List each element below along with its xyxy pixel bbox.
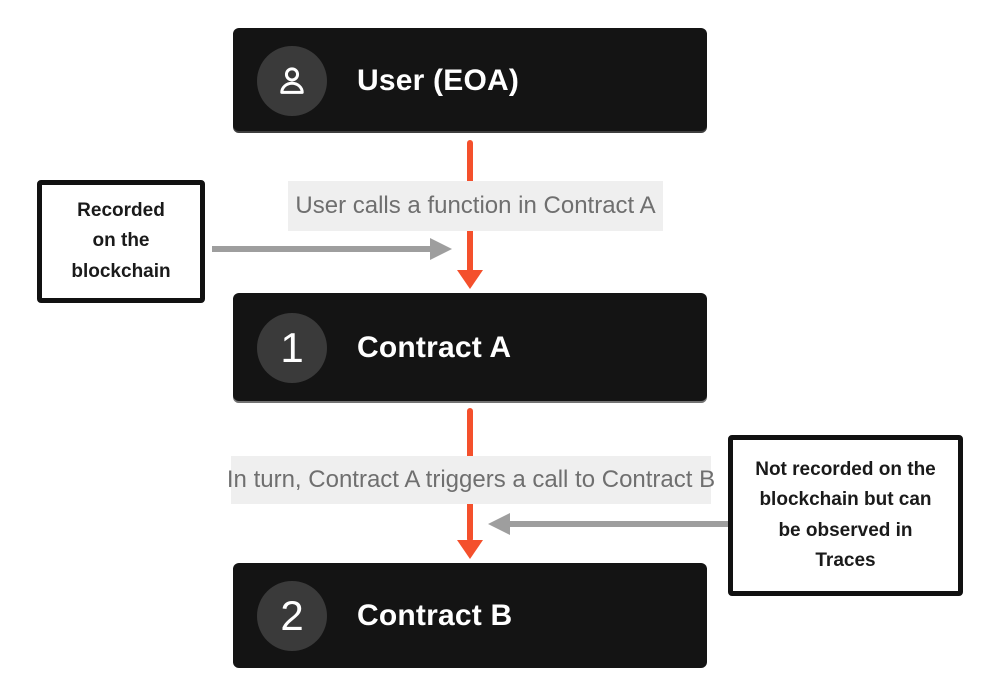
node-title: User (EOA) bbox=[357, 63, 520, 97]
node-title: Contract A bbox=[357, 331, 512, 364]
annotation-arrow-left-head bbox=[430, 238, 452, 260]
user-avatar bbox=[257, 45, 327, 116]
edge-label-2: In turn, Contract A triggers a call to C… bbox=[227, 456, 715, 504]
annotation-arrow-right-line bbox=[510, 521, 728, 527]
node-title: Contract B bbox=[357, 598, 513, 632]
note-text: Not recorded on the blockchain but can b… bbox=[755, 458, 936, 571]
edge-label-1: User calls a function in Contract A bbox=[288, 181, 663, 231]
step-number: 1 bbox=[280, 324, 304, 371]
flow-arrow-head-1 bbox=[457, 270, 483, 289]
step-badge-2: 2 bbox=[257, 580, 327, 651]
flow-arrow-head-2 bbox=[457, 540, 483, 559]
note-not-recorded-traces: Not recorded on the blockchain but can b… bbox=[728, 435, 963, 596]
note-text: Recorded on the blockchain bbox=[71, 199, 171, 282]
annotation-arrow-right-head bbox=[488, 513, 510, 535]
user-icon bbox=[280, 66, 304, 94]
annotation-arrow-left-line bbox=[212, 246, 430, 252]
step-badge-1: 1 bbox=[257, 313, 327, 383]
step-number: 2 bbox=[280, 591, 304, 639]
node-contract-a: 1 Contract A bbox=[233, 293, 707, 403]
node-contract-b: 2 Contract B bbox=[233, 563, 707, 668]
node-user-eoa: User (EOA) bbox=[233, 28, 707, 133]
note-recorded-on-blockchain: Recorded on the blockchain bbox=[37, 180, 205, 303]
